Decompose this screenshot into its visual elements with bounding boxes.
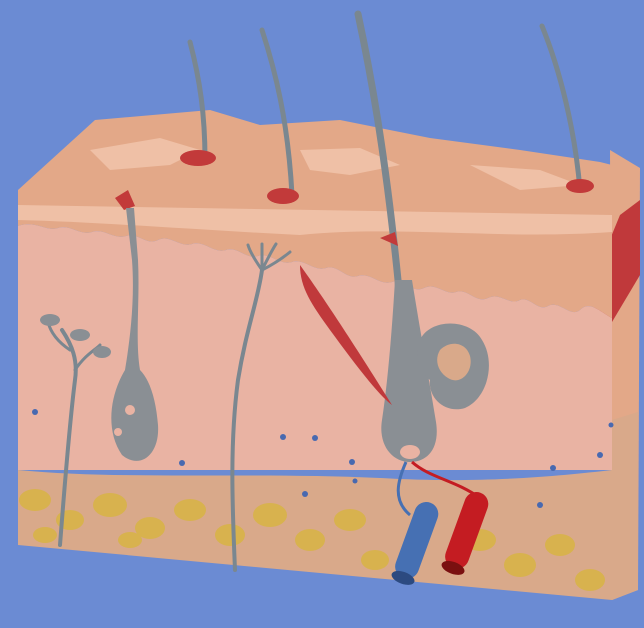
hair-papilla (400, 445, 420, 459)
side-face-subcutis (612, 412, 638, 600)
sweat-gland-lumen-1 (125, 405, 135, 415)
sweat-gland-lumen-2 (114, 428, 122, 436)
